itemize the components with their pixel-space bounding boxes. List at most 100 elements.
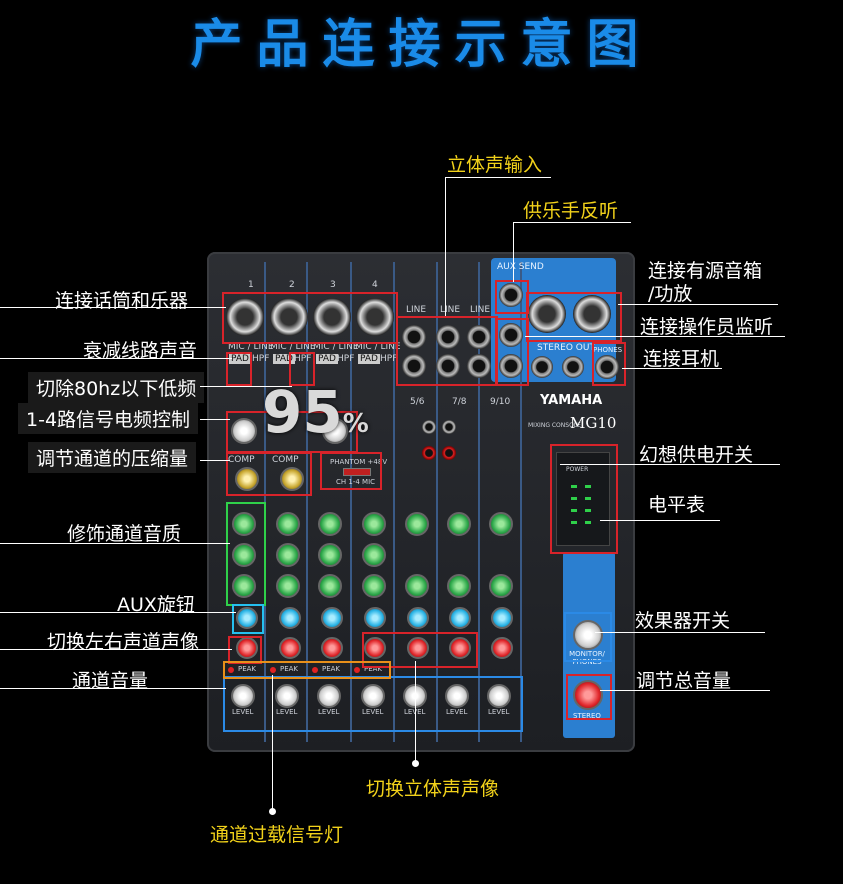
mic-line-label: MIC / LINE (355, 342, 401, 352)
level-knob[interactable] (487, 684, 511, 708)
pad-button[interactable]: PAD (358, 354, 380, 364)
label-mic-instrument: 连接话筒和乐器 (55, 290, 189, 312)
comp-knob[interactable] (235, 467, 259, 491)
eq-low-knob[interactable] (489, 574, 513, 598)
highlight-stereo-out (526, 292, 622, 342)
eq-high-knob[interactable] (276, 512, 300, 536)
label-fx-switch: 效果器开关 (635, 610, 731, 632)
aux-knob[interactable] (364, 607, 386, 629)
level-knob[interactable] (445, 684, 469, 708)
highlight-pan (228, 636, 262, 664)
rca-input-jack[interactable] (442, 446, 456, 460)
level-knob[interactable] (275, 684, 299, 708)
line-input-jack[interactable] (402, 325, 426, 349)
label-phantom: 幻想供电开关 (639, 444, 754, 466)
pad-button[interactable]: PAD (229, 354, 251, 364)
gain-knob[interactable] (231, 418, 257, 444)
highlight-monitor-out (495, 318, 529, 386)
callout-line (0, 649, 232, 650)
eq-low-knob[interactable] (276, 574, 300, 598)
monitor-phones-knob[interactable] (573, 620, 603, 650)
brand-logo: YAMAHA (540, 393, 603, 408)
level-knob[interactable] (317, 684, 341, 708)
eq-mid-knob[interactable] (318, 543, 342, 567)
pan-knob[interactable] (364, 637, 386, 659)
stereo-out-xlr-right[interactable] (573, 295, 611, 333)
rca-input-jack[interactable] (422, 420, 436, 434)
comp-knob[interactable] (280, 467, 304, 491)
highlight-mic-inputs (222, 292, 398, 344)
channel-divider (478, 262, 480, 742)
eq-mid-knob[interactable] (232, 543, 256, 567)
peak-led (354, 667, 360, 673)
mic-input-jack[interactable] (270, 298, 308, 336)
level-knob[interactable] (361, 684, 385, 708)
balance-knob[interactable] (449, 637, 471, 659)
level-label: LEVEL (318, 708, 340, 716)
line-input-jack[interactable] (467, 325, 491, 349)
label-balance: 切换立体声声像 (366, 778, 500, 800)
rca-input-jack[interactable] (422, 446, 436, 460)
aux-knob[interactable] (407, 607, 429, 629)
line-input-jack[interactable] (402, 354, 426, 378)
balance-knob[interactable] (491, 637, 513, 659)
eq-low-knob[interactable] (405, 574, 429, 598)
level-knob[interactable] (231, 684, 255, 708)
comp-label: COMP (272, 455, 299, 465)
stereo-out-jack[interactable] (562, 356, 584, 378)
eq-mid-knob[interactable] (362, 543, 386, 567)
eq-low-knob[interactable] (232, 574, 256, 598)
eq-high-knob[interactable] (318, 512, 342, 536)
hpf-label: HPF (294, 354, 312, 364)
pan-knob[interactable] (321, 637, 343, 659)
aux-knob[interactable] (279, 607, 301, 629)
mic-input-jack[interactable] (226, 298, 264, 336)
label-powered-speaker: 连接有源音箱 (648, 260, 763, 282)
rca-input-jack[interactable] (442, 420, 456, 434)
gain-knob[interactable] (322, 418, 348, 444)
aux-send-jack[interactable] (499, 283, 523, 307)
phantom-switch[interactable] (343, 468, 371, 476)
eq-high-knob[interactable] (447, 512, 471, 536)
line-input-jack[interactable] (436, 325, 460, 349)
level-label: LEVEL (404, 708, 425, 716)
mic-input-jack[interactable] (356, 298, 394, 336)
highlight-peak (223, 661, 391, 679)
eq-low-knob[interactable] (318, 574, 342, 598)
eq-high-knob[interactable] (405, 512, 429, 536)
eq-low-knob[interactable] (362, 574, 386, 598)
highlight-comp (226, 452, 312, 496)
eq-low-knob[interactable] (447, 574, 471, 598)
stereo-out-xlr-left[interactable] (528, 295, 566, 333)
monitor-out-jack[interactable] (499, 354, 523, 378)
monitor-out-jack[interactable] (499, 323, 523, 347)
aux-knob[interactable] (321, 607, 343, 629)
watermark-value: 95% (262, 378, 369, 446)
aux-knob[interactable] (236, 607, 258, 629)
meter-led (571, 497, 577, 500)
hpf-label: HPF (252, 354, 270, 364)
pan-knob[interactable] (279, 637, 301, 659)
eq-high-knob[interactable] (489, 512, 513, 536)
balance-knob[interactable] (407, 637, 429, 659)
eq-high-knob[interactable] (232, 512, 256, 536)
pad-button[interactable]: PAD (273, 354, 295, 364)
phones-jack[interactable] (595, 355, 619, 379)
label-operator-monitor: 连接操作员监听 (640, 316, 774, 338)
label-aux-knob: AUX旋钮 (117, 594, 195, 616)
aux-knob[interactable] (491, 607, 513, 629)
mic-input-jack[interactable] (313, 298, 351, 336)
aux-knob[interactable] (449, 607, 471, 629)
peak-label: PEAK (280, 665, 299, 673)
pan-knob[interactable] (236, 637, 258, 659)
callout-line (445, 177, 551, 178)
callout-line (200, 419, 230, 420)
line-input-jack[interactable] (467, 354, 491, 378)
eq-mid-knob[interactable] (276, 543, 300, 567)
stereo-out-jack[interactable] (531, 356, 553, 378)
eq-high-knob[interactable] (362, 512, 386, 536)
master-level-knob[interactable] (573, 680, 603, 710)
callout-line (0, 358, 232, 359)
line-input-jack[interactable] (436, 354, 460, 378)
pad-button[interactable]: PAD (316, 354, 338, 364)
